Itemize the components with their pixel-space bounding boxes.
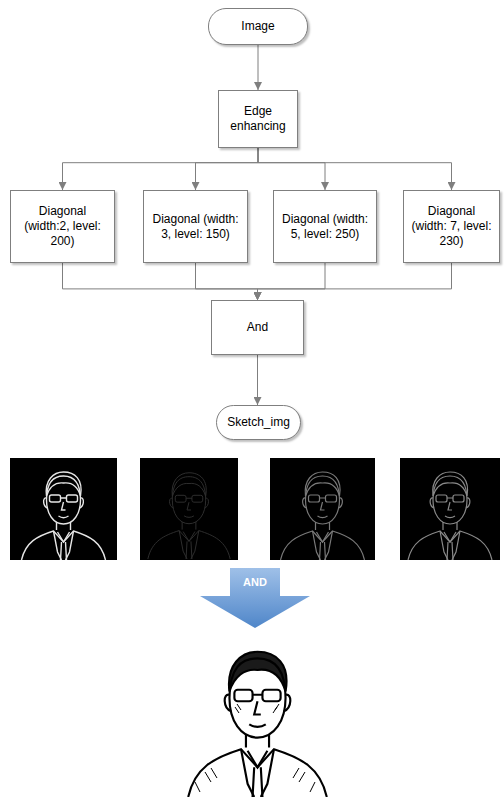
process-box: Diagonal (width:2, level: 200) bbox=[10, 190, 115, 263]
node-label: Diagonal (width: 7, level: 230) bbox=[409, 204, 494, 249]
flow-connector bbox=[196, 148, 259, 190]
thumbnail bbox=[10, 458, 117, 560]
flow-connector bbox=[196, 263, 258, 300]
node-label: And bbox=[247, 320, 268, 335]
terminal-pill: Image bbox=[208, 8, 308, 45]
process-box: Edge enhancing bbox=[218, 90, 298, 148]
node-label: Edge enhancing bbox=[224, 104, 292, 134]
process-box: Diagonal (width: 3, level: 150) bbox=[143, 190, 248, 263]
process-box: Diagonal (width: 7, level: 230) bbox=[403, 190, 500, 263]
flow-connector bbox=[258, 263, 326, 300]
node-label: AND bbox=[243, 576, 267, 590]
node-label: Diagonal (width:2, level: 200) bbox=[16, 204, 109, 249]
node-label: Sketch_img bbox=[227, 415, 290, 430]
flow-connector bbox=[257, 355, 258, 405]
node-label: Image bbox=[241, 19, 274, 34]
process-box: And bbox=[211, 300, 304, 355]
process-box: Diagonal (width: 5, level: 250) bbox=[273, 190, 377, 263]
result-thumbnails bbox=[10, 458, 500, 560]
thumbnail bbox=[140, 458, 238, 560]
thumbnail-edges bbox=[281, 472, 365, 560]
flow-connector bbox=[63, 148, 259, 190]
arrow-fill bbox=[200, 568, 310, 628]
flow-connector bbox=[258, 263, 452, 300]
thumbnail bbox=[270, 458, 375, 560]
thumbnail bbox=[400, 458, 500, 560]
hatching bbox=[195, 704, 315, 792]
thumbnail-edges bbox=[408, 472, 492, 560]
portrait-lines bbox=[188, 652, 327, 797]
node-label: Diagonal (width: 5, level: 250) bbox=[279, 212, 371, 242]
flow-connector bbox=[63, 263, 258, 300]
terminal-pill: Sketch_img bbox=[216, 405, 301, 440]
sketch-portrait bbox=[188, 652, 327, 797]
flow-connector bbox=[258, 148, 452, 190]
thumbnail-edges bbox=[148, 473, 230, 559]
thumbnail-edges bbox=[22, 472, 106, 560]
flow-connector bbox=[258, 148, 325, 190]
node-label: Diagonal (width: 3, level: 150) bbox=[149, 212, 242, 242]
block-arrow: AND bbox=[200, 568, 310, 628]
connectors bbox=[63, 45, 452, 405]
flow-connector bbox=[258, 45, 259, 90]
